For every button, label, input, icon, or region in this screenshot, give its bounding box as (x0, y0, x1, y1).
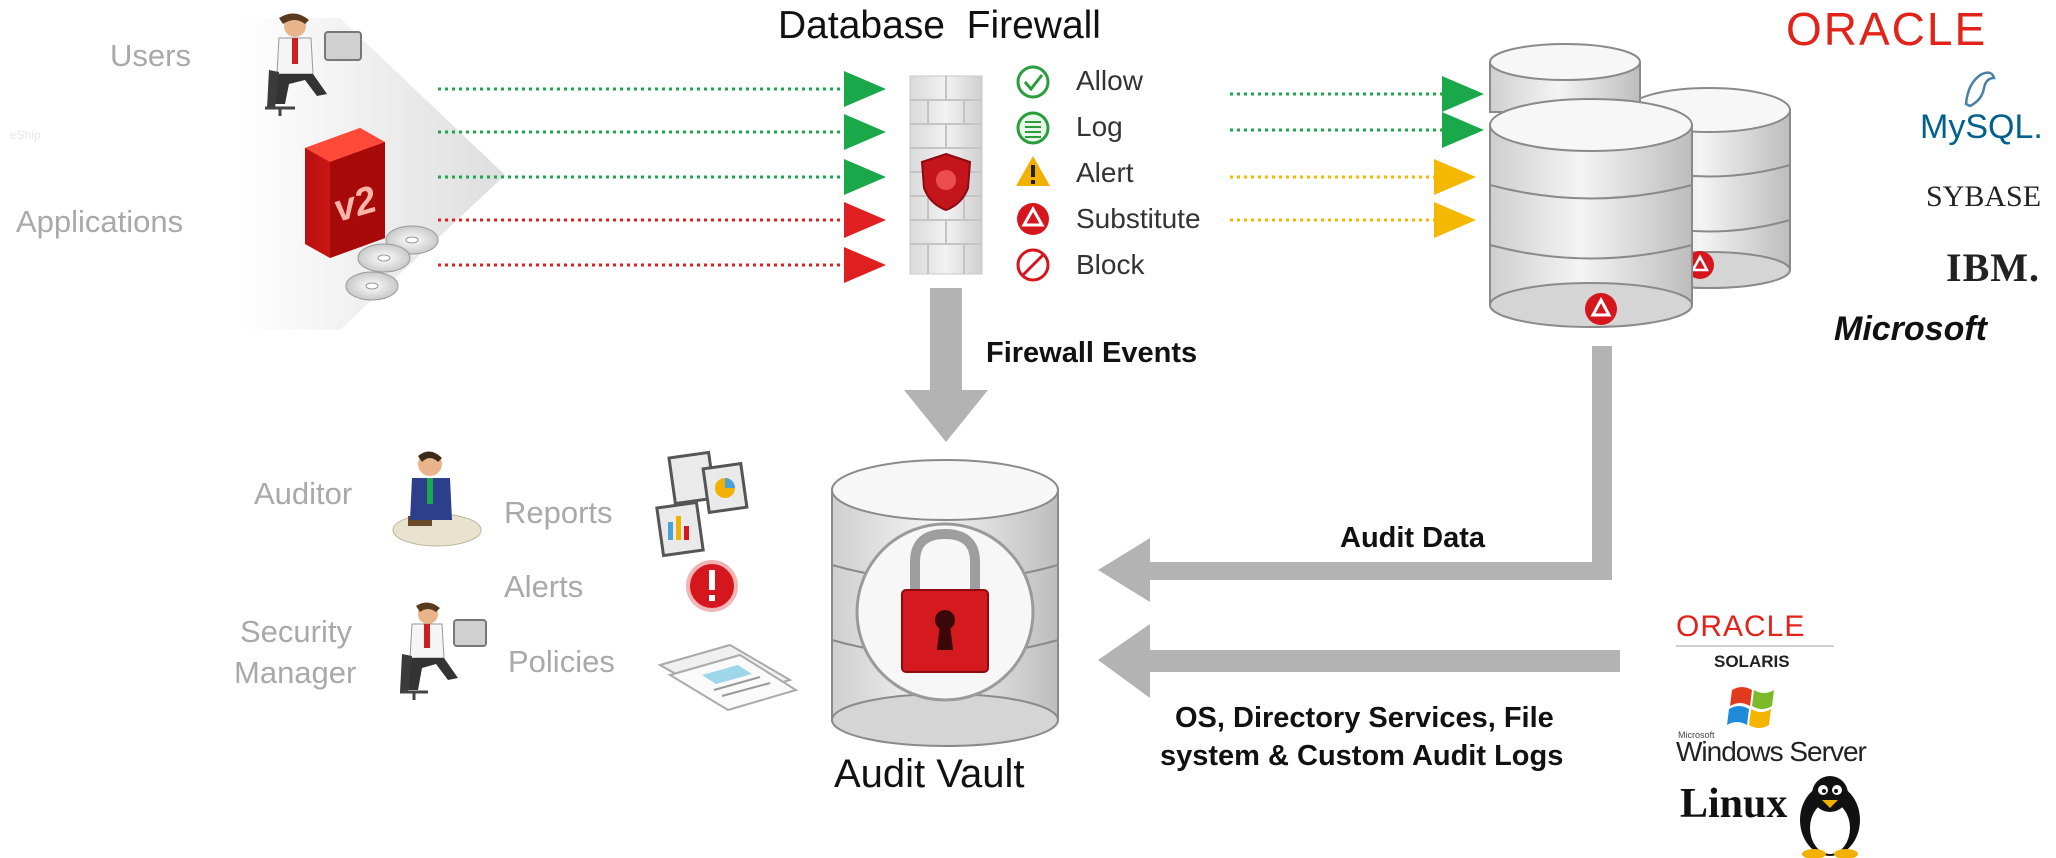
sybase-logo: SYBASE (1926, 180, 2042, 213)
user-person-icon (265, 13, 362, 116)
action-label-allow: Allow (1076, 65, 1143, 96)
security-manager-label-line1: Security (240, 614, 352, 649)
auditor-person-icon (392, 451, 482, 547)
os-logs-label-line2: system & Custom Audit Logs (1160, 740, 1564, 772)
firewall-events-arrow (904, 288, 988, 442)
oracle-logo: ORACLE (1786, 3, 1988, 55)
action-label-block: Block (1076, 249, 1145, 280)
check-circle-icon (1016, 65, 1050, 99)
solaris-text: SOLARIS (1714, 652, 1790, 671)
policies-icon (657, 643, 799, 712)
windows-flag-icon (1727, 687, 1774, 728)
application-box-icon: v2 (305, 128, 385, 258)
database-cylinder-top-small (1489, 43, 1641, 113)
cd-discs-icon (345, 225, 439, 301)
firewall-title: Database Firewall (778, 4, 1101, 47)
policies-label: Policies (508, 644, 615, 679)
substitute-icon (1017, 203, 1049, 235)
microsoft-logo: Microsoft (1834, 310, 1987, 348)
users-label: Users (110, 38, 191, 73)
oracle-solaris-logo: ORACLE (1676, 610, 1806, 643)
watermark-text: eShip (10, 128, 41, 142)
audit-vault-title: Audit Vault (834, 752, 1025, 796)
action-label-substitute: Substitute (1076, 203, 1201, 234)
action-label-log: Log (1076, 111, 1123, 142)
database-cylinder-front (1489, 98, 1693, 328)
firewall-wall-icon (909, 75, 983, 275)
action-label-alert: Alert (1076, 157, 1134, 188)
padlock-icon (901, 528, 989, 673)
windows-server-logo: Windows Server (1676, 736, 1867, 767)
os-logs-arrow (1098, 624, 1620, 698)
firewall-events-label: Firewall Events (986, 337, 1198, 369)
warning-triangle-icon (1016, 156, 1050, 186)
linux-logo: Linux (1680, 781, 1788, 827)
alerts-label: Alerts (504, 569, 584, 604)
security-manager-label-line2: Manager (234, 655, 357, 690)
ibm-logo: IBM. (1946, 245, 2040, 290)
microsoft-small-text: Microsoft (1678, 730, 1715, 740)
audit-data-arrow (1098, 346, 1612, 602)
applications-label: Applications (16, 204, 184, 239)
reports-icon (655, 450, 749, 558)
list-circle-icon (1016, 111, 1050, 145)
reports-label: Reports (504, 495, 613, 530)
mysql-logo: MySQL. (1920, 108, 2043, 146)
security-manager-person-icon (400, 602, 487, 700)
block-icon (1016, 248, 1050, 282)
audit-data-label: Audit Data (1340, 522, 1485, 554)
tux-penguin-icon (1800, 776, 1860, 858)
mysql-dolphin-icon (1962, 68, 1996, 108)
os-logs-label-line1: OS, Directory Services, File (1175, 702, 1554, 734)
alert-icon (686, 560, 738, 612)
auditor-label: Auditor (254, 476, 353, 511)
